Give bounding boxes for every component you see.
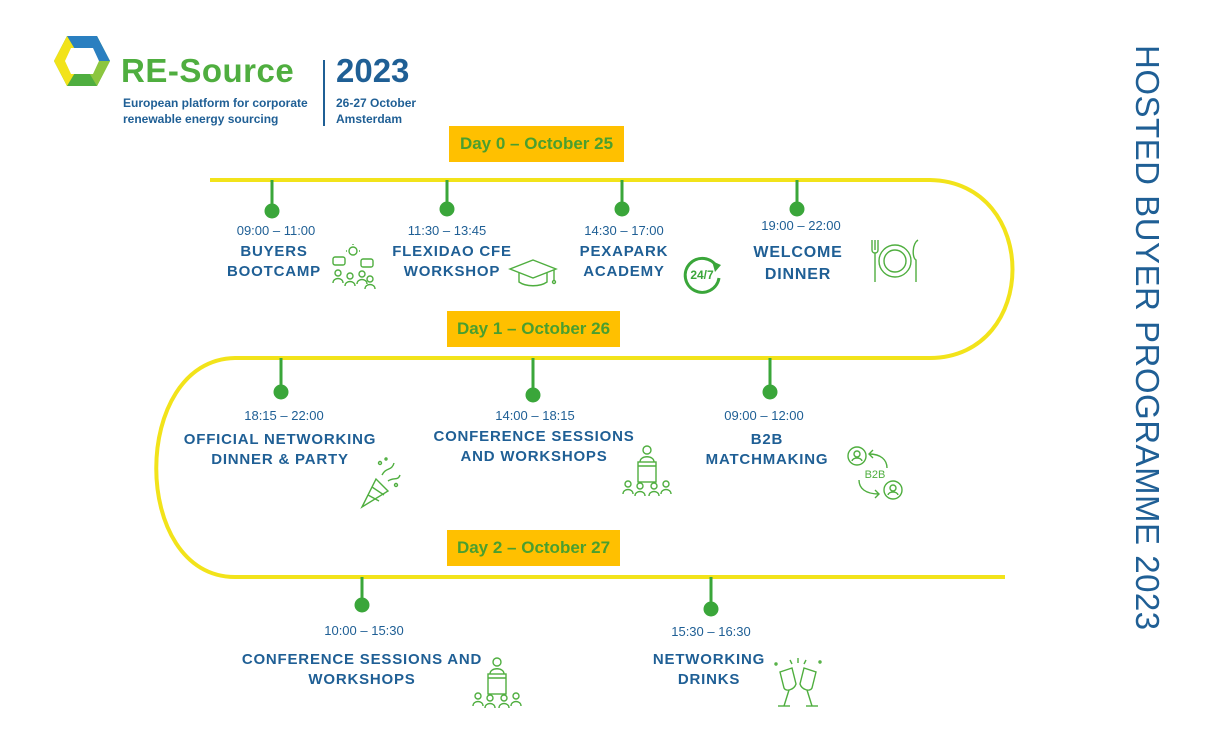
header-divider <box>323 60 325 126</box>
event-title-line: WORKSHOP <box>403 263 501 280</box>
b2b-text: B2B <box>865 469 886 481</box>
graduation-cap-icon <box>508 259 558 287</box>
pin-marker <box>762 384 778 400</box>
pin-marker <box>354 597 370 613</box>
event-title: NETWORKING DRINKS <box>646 650 772 690</box>
event-title-line: DINNER & PARTY <box>211 451 349 468</box>
event-title-line: PEXAPARK <box>579 243 669 260</box>
speaker-podium-icon <box>472 657 522 709</box>
champagne-toast-icon <box>774 658 822 707</box>
event-title-line: CONFERENCE SESSIONS <box>433 428 635 445</box>
event-time: 14:00 – 18:15 <box>495 408 575 423</box>
re-source-logo <box>54 36 110 86</box>
day-0-label: Day 0 – October 25 <box>449 126 624 162</box>
day-2-label: Day 2 – October 27 <box>447 530 620 566</box>
pin-marker <box>614 201 630 217</box>
event-title-line: WORKSHOPS <box>308 671 416 688</box>
event-title-line: BUYERS <box>240 243 308 260</box>
location-line: Amsterdam <box>336 112 403 126</box>
pin-marker <box>439 201 455 217</box>
event-title-line: OFFICIAL NETWORKING <box>183 431 377 448</box>
dates-line: 26-27 October <box>336 96 417 110</box>
event-title-line: WELCOME <box>753 244 843 261</box>
event-time: 19:00 – 22:00 <box>761 218 841 233</box>
event-title-line: B2B <box>750 431 784 448</box>
event-title: FLEXIDAO CFE WORKSHOP <box>382 242 522 282</box>
event-title: CONFERENCE SESSIONS AND WORKSHOPS <box>430 427 638 467</box>
event-title: WELCOME DINNER <box>740 242 856 286</box>
programme-title: HOSTED BUYER PROGRAMME 2023 <box>1129 45 1166 631</box>
event-title-line: DRINKS <box>677 671 741 688</box>
speaker-podium-icon <box>622 445 672 497</box>
event-title-line: NETWORKING <box>652 651 766 668</box>
pin-marker <box>273 384 289 400</box>
b2b-exchange-icon: B2B <box>847 446 903 500</box>
event-title-line: ACADEMY <box>583 263 665 280</box>
event-time: 14:30 – 17:00 <box>584 223 664 238</box>
event-time: 15:30 – 16:30 <box>671 624 751 639</box>
brand-name: RE-Source <box>121 52 295 89</box>
event-title-line: DINNER <box>764 266 832 283</box>
24-7-icon: 24/7 <box>683 256 721 294</box>
group-ideas-icon <box>332 244 376 290</box>
event-title-line: AND WORKSHOPS <box>460 448 608 465</box>
event-title-line: FLEXIDAO CFE <box>392 243 512 260</box>
event-year: 2023 <box>336 52 410 89</box>
event-time: 10:00 – 15:30 <box>324 623 404 638</box>
event-dates: 26-27 October Amsterdam <box>336 95 456 127</box>
event-title: OFFICIAL NETWORKING DINNER & PARTY <box>180 430 380 470</box>
brand-tagline: European platform for corporate renewabl… <box>123 95 323 127</box>
event-title: BUYERS BOOTCAMP <box>212 242 336 282</box>
event-time: 18:15 – 22:00 <box>244 408 324 423</box>
event-time: 09:00 – 11:00 <box>236 223 316 238</box>
event-title-line: CONFERENCE SESSIONS AND <box>241 651 483 668</box>
pin-marker <box>264 203 280 219</box>
event-title-line: MATCHMAKING <box>705 451 829 468</box>
plate-cutlery-icon <box>871 239 919 282</box>
pin-marker <box>789 201 805 217</box>
day-1-label: Day 1 – October 26 <box>447 311 620 347</box>
pin-marker <box>525 387 541 403</box>
tagline-line: European platform for corporate <box>123 96 308 110</box>
24-7-text: 24/7 <box>690 268 714 282</box>
party-popper-icon <box>360 457 401 509</box>
event-title: B2B MATCHMAKING <box>702 430 832 470</box>
event-title: PEXAPARK ACADEMY <box>564 242 684 282</box>
event-time: 11:30 – 13:45 <box>407 223 487 238</box>
tagline-line: renewable energy sourcing <box>123 112 279 126</box>
event-title: CONFERENCE SESSIONS AND WORKSHOPS <box>240 650 484 690</box>
pin-marker <box>703 601 719 617</box>
event-time: 09:00 – 12:00 <box>724 408 804 423</box>
event-title-line: BOOTCAMP <box>227 263 321 280</box>
